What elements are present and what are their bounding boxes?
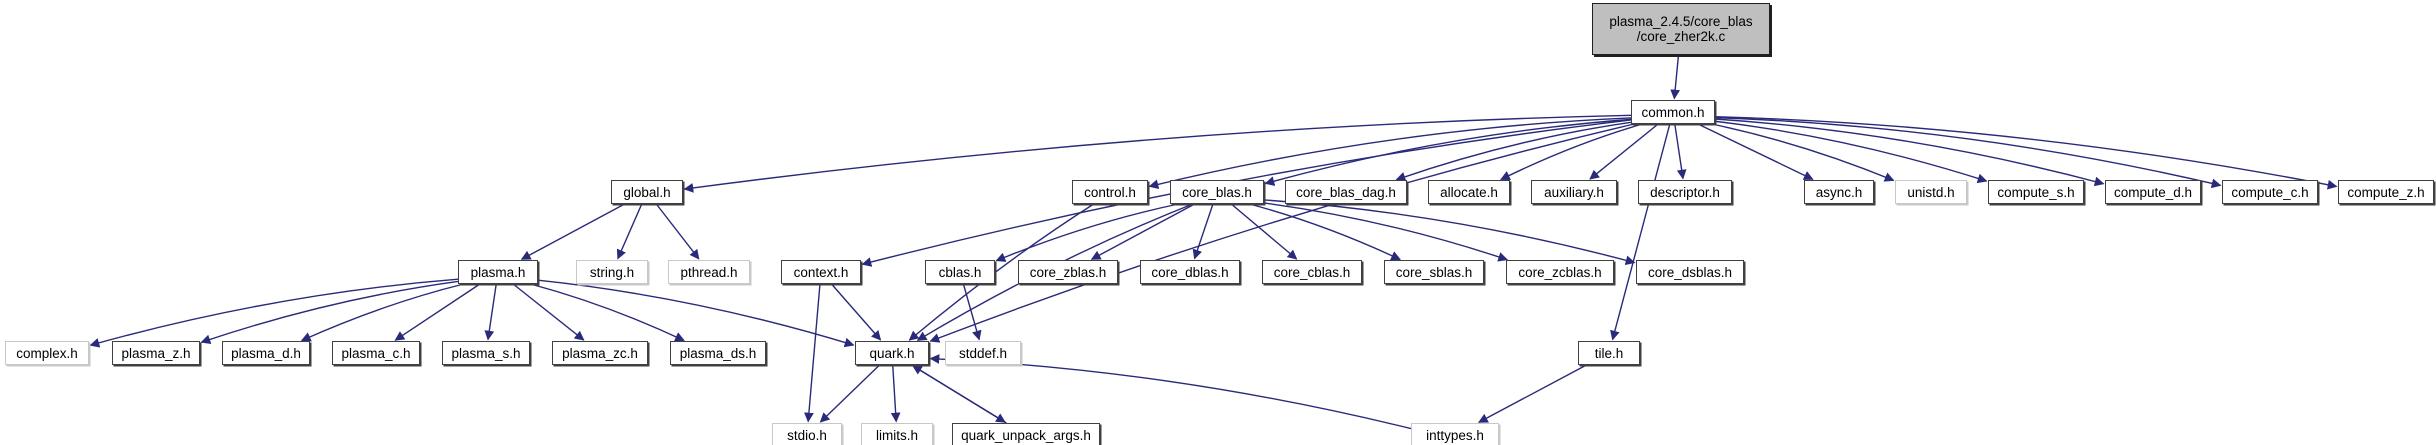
graph-edge-core_blas-to-core_zcblas <box>1263 202 1509 262</box>
graph-edge-plasma-to-plasma_z <box>200 280 459 345</box>
graph-edge-core_blas-to-cblas <box>995 203 1179 262</box>
graph-edge-plasma-to-quark <box>537 279 855 348</box>
graph-edge-plasma-to-plasma_s <box>484 283 497 341</box>
graph-edge-inttypes-to-quark <box>929 354 1412 430</box>
graph-node-plasma_d[interactable]: plasma_d.h <box>222 341 310 365</box>
graph-node-plasma_zc[interactable]: plasma_zc.h <box>552 341 648 365</box>
graph-edge-global-to-pthread <box>655 203 700 260</box>
graph-node-cblas[interactable]: cblas.h <box>925 260 995 284</box>
graph-edge-common-to-async <box>1697 123 1814 180</box>
graph-edge-context-to-quark <box>830 283 882 341</box>
graph-edge-core_blas-to-core_cblas <box>1230 203 1298 260</box>
graph-node-common[interactable]: common.h <box>1631 100 1715 124</box>
graph-node-stddef[interactable]: stddef.h <box>945 341 1021 365</box>
graph-node-descriptor[interactable]: descriptor.h <box>1638 180 1732 204</box>
graph-edge-common-to-core_blas <box>1264 118 1632 186</box>
graph-node-compute_d[interactable]: compute_d.h <box>2105 180 2201 204</box>
graph-node-control[interactable]: control.h <box>1072 180 1148 204</box>
graph-edge-context-to-stdio <box>804 283 821 423</box>
graph-node-core_blas[interactable]: core_blas.h <box>1170 180 1264 204</box>
graph-edge-common-to-tile <box>1610 123 1671 341</box>
graph-node-core_sblas[interactable]: core_sblas.h <box>1384 260 1484 284</box>
graph-edge-core_blas-to-core_zblas <box>1090 203 1195 260</box>
graph-node-global[interactable]: global.h <box>611 180 683 204</box>
graph-node-plasma[interactable]: plasma.h <box>458 260 538 284</box>
graph-edge-common-to-auxiliary <box>1589 123 1659 180</box>
graph-edge-common-to-compute_c <box>1714 116 2222 189</box>
graph-node-plasma_ds[interactable]: plasma_ds.h <box>670 341 766 365</box>
graph-node-core_dsblas[interactable]: core_dsblas.h <box>1636 260 1744 284</box>
graph-edge-common-to-compute_s <box>1714 120 1988 184</box>
graph-node-complex[interactable]: complex.h <box>5 341 89 365</box>
graph-node-plasma_c[interactable]: plasma_c.h <box>332 341 420 365</box>
graph-edge-common-to-quark <box>929 123 1635 343</box>
graph-node-plasma_s[interactable]: plasma_s.h <box>442 341 530 365</box>
graph-edge-common-to-unistd <box>1711 123 1895 182</box>
graph-edge-cblas-to-stddef <box>962 283 982 341</box>
graph-edge-plasma-to-plasma_zc <box>512 283 585 341</box>
graph-edge-common-to-compute_d <box>1714 118 2105 187</box>
graph-edge-core_blas-to-core_sblas <box>1249 203 1401 261</box>
graph-edge-common-to-compute_z <box>1714 116 2338 190</box>
graph-edge-common-to-control <box>1148 117 1632 190</box>
graph-edge-plasma-to-plasma_d <box>300 283 464 342</box>
graph-node-core_dblas[interactable]: core_dblas.h <box>1140 260 1240 284</box>
graph-edge-common-to-allocate <box>1500 123 1643 181</box>
graph-node-string[interactable]: string.h <box>576 260 648 284</box>
graph-edge-quark-to-stdio <box>819 364 881 423</box>
graph-edge-plasma-to-complex <box>89 278 459 348</box>
graph-node-tile[interactable]: tile.h <box>1578 341 1640 365</box>
graph-node-allocate[interactable]: allocate.h <box>1428 180 1510 204</box>
graph-node-root[interactable]: plasma_2.4.5/core_blas /core_zher2k.c <box>1592 3 1770 55</box>
graph-node-core_blas_dag[interactable]: core_blas_dag.h <box>1285 180 1407 204</box>
graph-edge-common-to-core_blas_dag <box>1395 121 1632 182</box>
graph-node-unistd[interactable]: unistd.h <box>1895 180 1967 204</box>
graph-node-stdio[interactable]: stdio.h <box>772 423 842 445</box>
graph-edge-core_blas-to-core_dblas <box>1192 203 1214 260</box>
graph-node-core_zblas[interactable]: core_zblas.h <box>1018 260 1118 284</box>
graph-node-context[interactable]: context.h <box>781 260 861 284</box>
graph-edge-quark-to-limits <box>890 364 901 423</box>
graph-node-inttypes[interactable]: inttypes.h <box>1411 423 1499 445</box>
graph-node-compute_c[interactable]: compute_c.h <box>2222 180 2318 204</box>
graph-edge-plasma-to-plasma_c <box>394 283 481 341</box>
graph-node-plasma_z[interactable]: plasma_z.h <box>112 341 200 365</box>
graph-node-quark_unpack_args[interactable]: quark_unpack_args.h <box>952 423 1100 445</box>
graph-edge-plasma-to-plasma_ds <box>530 283 685 342</box>
graph-node-core_cblas[interactable]: core_cblas.h <box>1262 260 1362 284</box>
graph-node-async[interactable]: async.h <box>1804 180 1874 204</box>
graph-edge-tile-to-inttypes <box>1477 364 1587 423</box>
graph-edge-control-to-quark <box>908 203 1095 341</box>
graph-edge-common-to-descriptor <box>1674 123 1687 180</box>
graph-node-quark[interactable]: quark.h <box>855 341 929 365</box>
graph-edge-root-to-common <box>1670 54 1681 100</box>
graph-node-pthread[interactable]: pthread.h <box>668 260 750 284</box>
graph-node-core_zcblas[interactable]: core_zcblas.h <box>1506 260 1614 284</box>
graph-edge-common-to-context <box>861 119 1632 267</box>
graph-edge-common-to-global <box>683 114 1632 193</box>
graph-node-compute_z[interactable]: compute_z.h <box>2338 180 2434 204</box>
graph-node-auxiliary[interactable]: auxiliary.h <box>1531 180 1617 204</box>
graph-edge-global-to-string <box>616 203 643 260</box>
graph-edge-quark_unpack_args-to-quark <box>912 365 1007 424</box>
graph-edge-core_blas-to-core_dsblas <box>1263 199 1636 266</box>
graph-node-limits[interactable]: limits.h <box>861 423 933 445</box>
graph-node-compute_s[interactable]: compute_s.h <box>1988 180 2084 204</box>
graph-edge-global-to-plasma <box>520 203 625 260</box>
